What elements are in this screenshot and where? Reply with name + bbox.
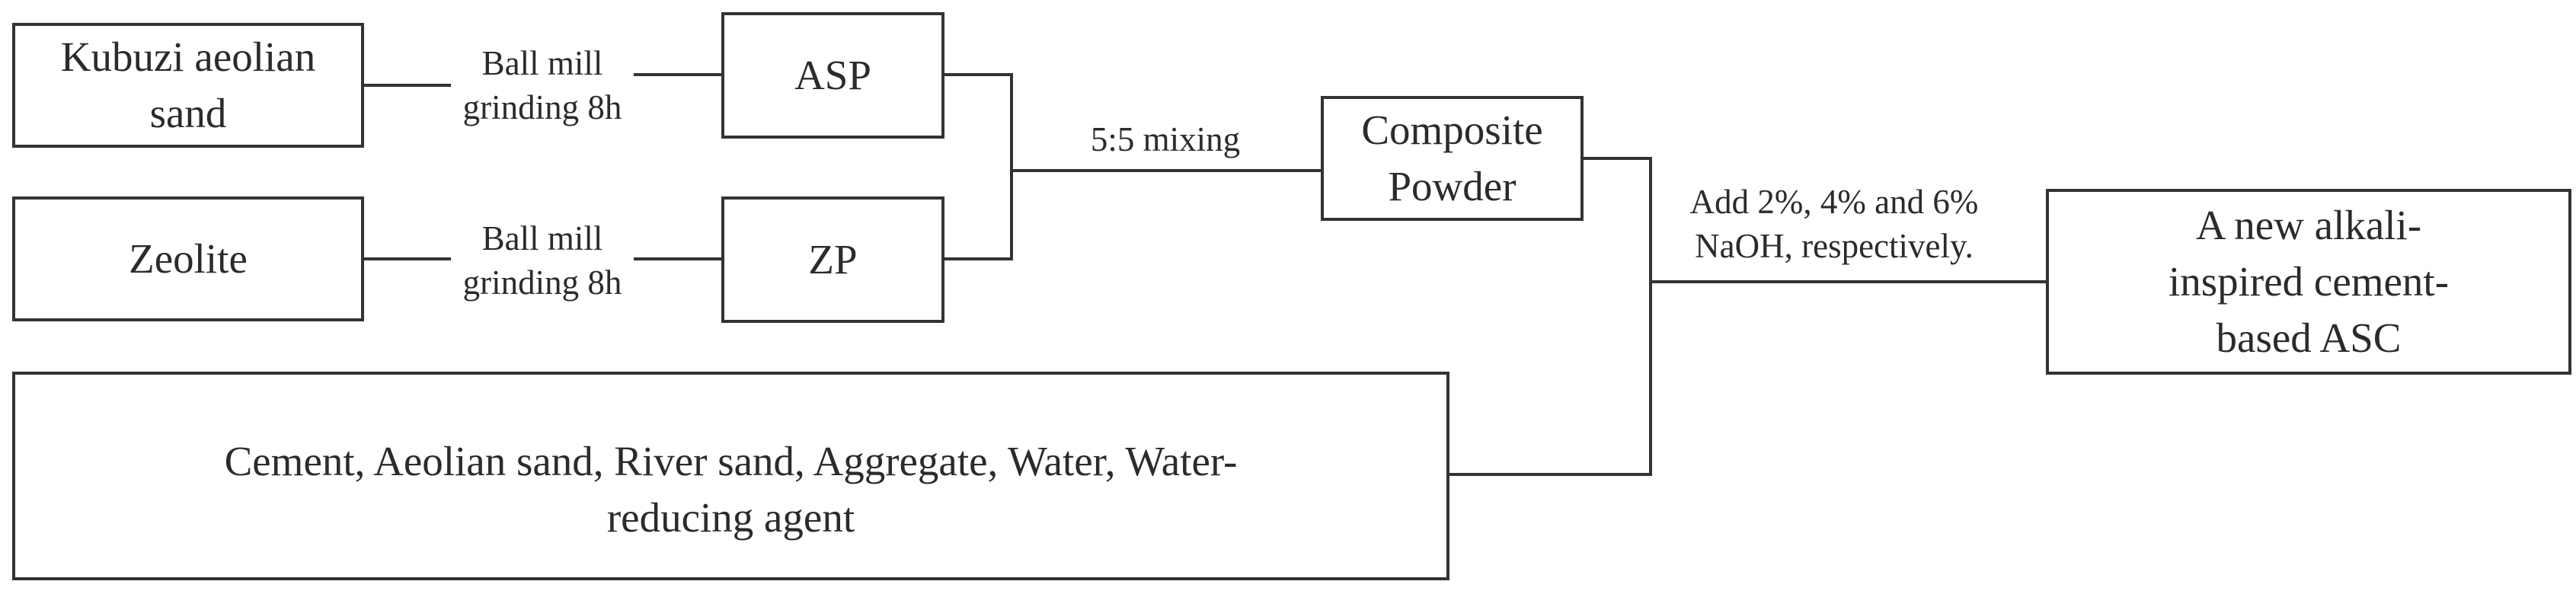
node-label: ZP bbox=[808, 236, 858, 283]
node-label: Composite Powder bbox=[1361, 107, 1543, 209]
edge-asp-zp-bracket bbox=[943, 73, 1013, 260]
node-zp: ZP bbox=[721, 196, 944, 323]
edge-composite-additives-bracket bbox=[1449, 157, 1652, 476]
node-label: A new alkali- inspired cement- based ASC bbox=[2168, 202, 2450, 361]
node-additives: Cement, Aeolian sand, River sand, Aggreg… bbox=[12, 372, 1449, 580]
node-kubuzi-aeolian-sand: Kubuzi aeolian sand bbox=[12, 23, 364, 148]
node-label: ASP bbox=[794, 52, 871, 98]
node-composite-powder: Composite Powder bbox=[1321, 96, 1584, 221]
node-label: Cement, Aeolian sand, River sand, Aggreg… bbox=[224, 438, 1238, 541]
node-label: Kubuzi aeolian sand bbox=[60, 34, 316, 136]
edge-label-ball-mill-bottom: Ball mill grinding 8h bbox=[462, 219, 622, 302]
node-asp: ASP bbox=[721, 12, 944, 139]
node-label: Zeolite bbox=[129, 235, 248, 282]
edge-label-ball-mill-top: Ball mill grinding 8h bbox=[462, 44, 622, 126]
node-result-asc: A new alkali- inspired cement- based ASC bbox=[2046, 189, 2571, 375]
node-zeolite: Zeolite bbox=[12, 196, 364, 321]
edge-label-mixing: 5:5 mixing bbox=[1090, 120, 1241, 158]
edge-label-naoh: Add 2%, 4% and 6% NaOH, respectively. bbox=[1689, 183, 1979, 265]
